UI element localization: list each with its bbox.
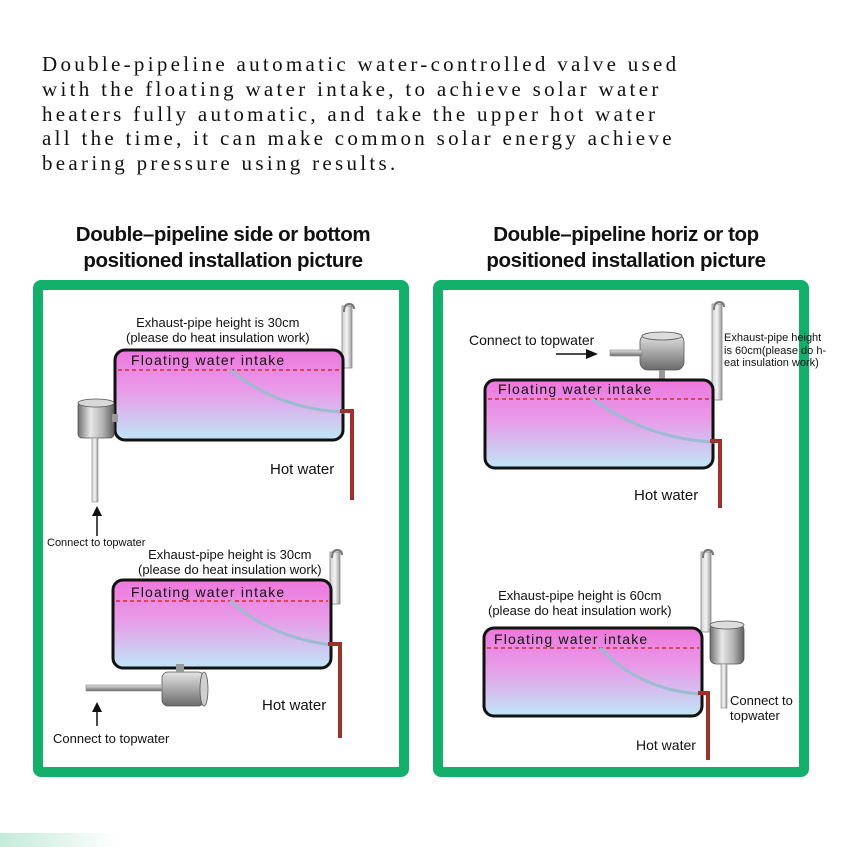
left-panel-title: Double–pipeline side or bottom positione…	[75, 223, 371, 272]
floating-hose	[229, 368, 346, 414]
exhaust-hook	[343, 302, 355, 313]
left-top-diagram	[77, 302, 355, 536]
left-bottom-hot-water-label: Hot water	[262, 697, 327, 714]
right-top-exhaust-label: Exhaust-pipe height is 60cm(please do h-…	[724, 332, 827, 369]
inlet-pipe	[85, 684, 163, 692]
left-top-connect-label: Connect to topwater	[47, 537, 146, 549]
intro-line: all the time, it can make common solar e…	[42, 126, 675, 151]
hot-water-pipe	[340, 409, 354, 500]
water-tank	[111, 578, 333, 670]
exhaust-pipe	[711, 303, 723, 401]
right-bottom-connect-label: Connect to topwater	[730, 693, 793, 723]
right-top-floating-label: Floating water intake	[498, 381, 653, 397]
right-top-connect-label: Connect to topwater	[469, 332, 595, 348]
left-top-floating-label: Floating water intake	[131, 352, 286, 368]
arrow-head	[92, 702, 102, 712]
valve-stem	[659, 370, 665, 382]
exhaust-pipe	[700, 551, 712, 633]
valve-cap	[199, 671, 209, 707]
right-bottom-floating-label: Floating water intake	[494, 631, 649, 647]
right-top-hot-water-label: Hot water	[634, 487, 699, 504]
intro-line: heaters fully automatic, and take the up…	[42, 101, 659, 126]
intro-line: Double-pipeline automatic water-controll…	[42, 52, 680, 76]
valve-cap	[641, 331, 683, 341]
intro-line: bearing pressure using results.	[42, 151, 399, 176]
valve-connector	[176, 664, 184, 672]
intro-line: with the floating water intake, to achie…	[42, 76, 662, 101]
valve-cap	[709, 620, 745, 630]
valve-body	[709, 623, 745, 665]
hot-water-pipe	[328, 642, 342, 738]
exhaust-pipe	[341, 305, 353, 369]
exhaust-hook	[331, 548, 343, 559]
floating-hose	[598, 646, 701, 696]
exhaust-hook	[713, 300, 725, 311]
exhaust-pipe	[329, 551, 341, 605]
water-tank	[482, 626, 704, 718]
valve-connector	[112, 414, 118, 422]
exhaust-hook	[702, 548, 714, 559]
left-bottom-floating-label: Floating water intake	[131, 584, 286, 600]
arrow-head	[92, 506, 102, 516]
bottom-decoration	[0, 833, 120, 847]
inlet-pipe	[91, 437, 99, 503]
water-tank	[113, 348, 345, 442]
valve-cap	[77, 398, 115, 408]
left-bottom-connect-label: Connect to topwater	[53, 731, 170, 746]
right-panel-title: Double–pipeline horiz or top positioned …	[486, 223, 766, 272]
valve-body	[161, 671, 205, 707]
left-top-hot-water-label: Hot water	[270, 461, 335, 478]
left-bottom-exhaust-label: Exhaust-pipe height is 30cm (please do h…	[138, 547, 322, 577]
hot-water-pipe	[698, 691, 710, 760]
right-top-diagram	[483, 300, 725, 508]
intro-paragraph: Double-pipeline automatic water-controll…	[42, 52, 842, 176]
right-bottom-diagram	[482, 548, 745, 760]
floating-hose	[591, 397, 717, 444]
inlet-pipe	[609, 349, 643, 357]
arrow-head	[586, 349, 598, 359]
left-bottom-diagram	[85, 548, 343, 738]
hot-water-pipe	[710, 439, 722, 508]
left-top-exhaust-label: Exhaust-pipe height is 30cm (please do h…	[126, 315, 310, 345]
inlet-pipe	[720, 663, 728, 709]
water-tank	[483, 378, 715, 470]
right-bottom-exhaust-label: Exhaust-pipe height is 60cm (please do h…	[488, 588, 672, 618]
right-bottom-hot-water-label: Hot water	[636, 737, 696, 753]
floating-hose	[229, 599, 336, 647]
